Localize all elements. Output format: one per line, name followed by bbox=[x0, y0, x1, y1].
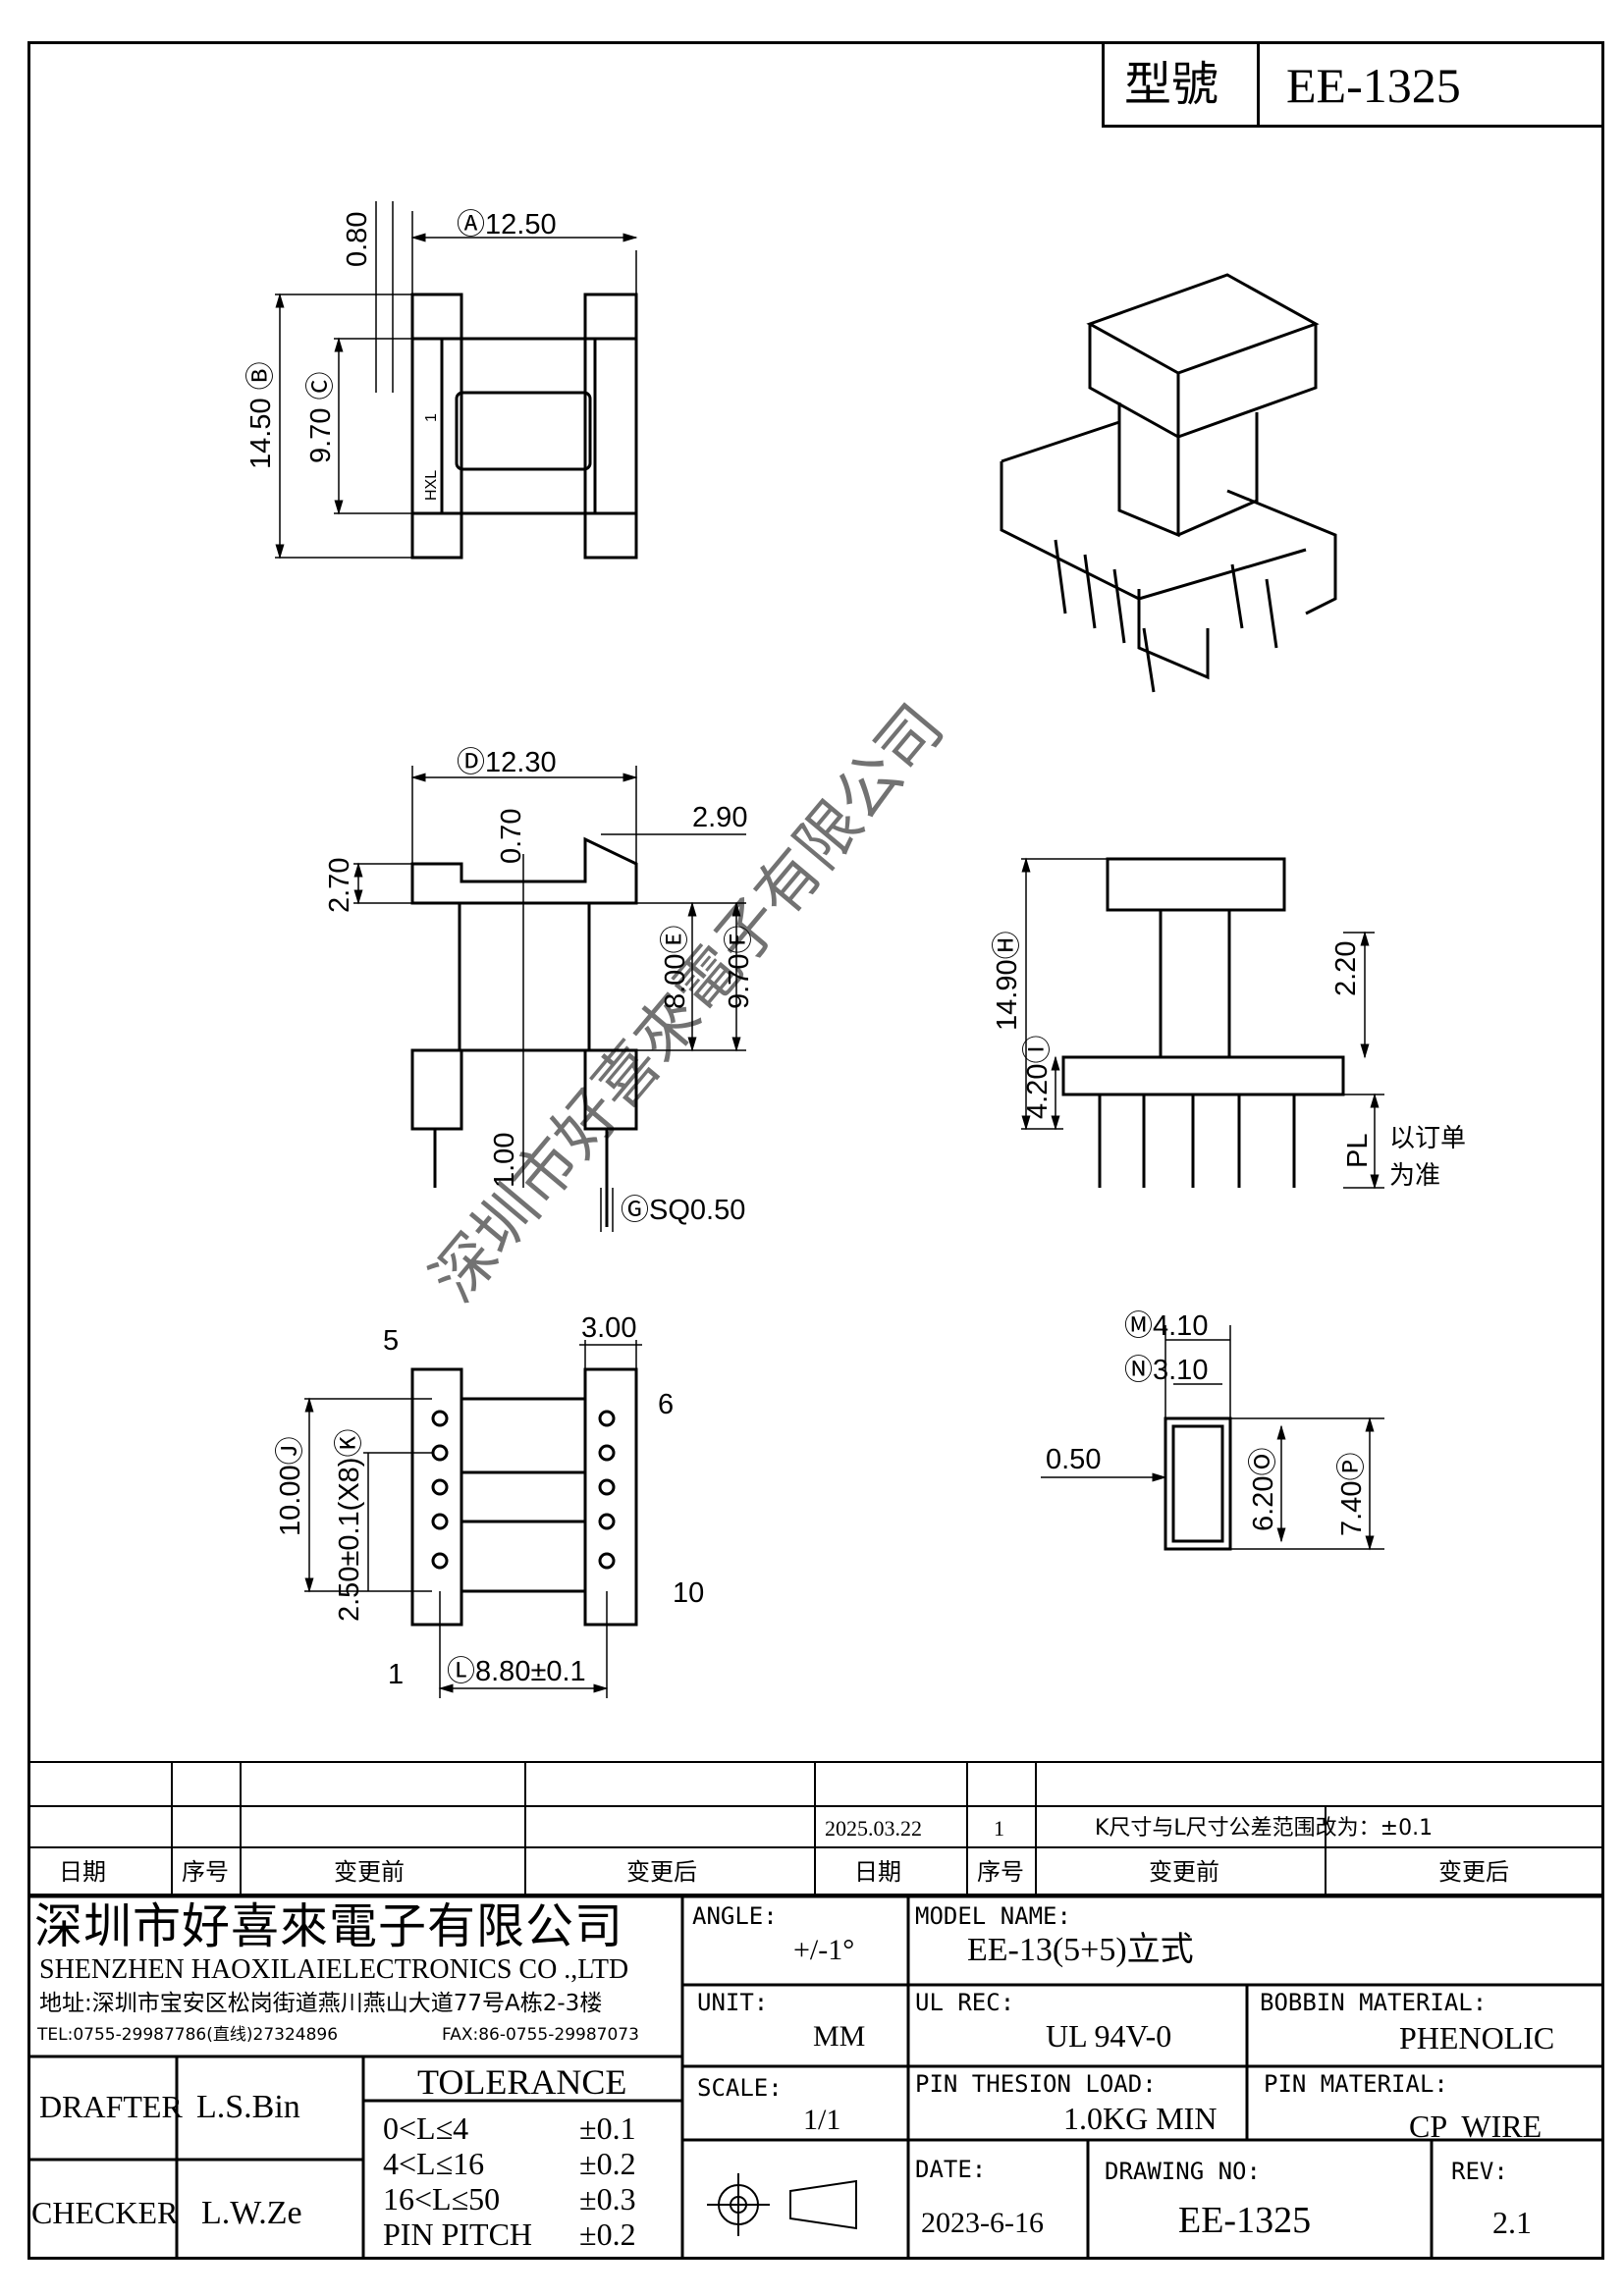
dim-300: 3.00 bbox=[581, 1312, 636, 1344]
model-name-value: EE-13(5+5)立式 bbox=[967, 1932, 1194, 1968]
revision-table bbox=[27, 1761, 1604, 1896]
drawing-frame bbox=[27, 41, 1604, 2260]
dim-n: Ⓝ3.10 bbox=[1124, 1355, 1208, 1386]
drawing-no-label: DRAWING NO: bbox=[1105, 2158, 1261, 2185]
rev-header-date1: 日期 bbox=[59, 1858, 106, 1886]
tol-value-4: ±0.2 bbox=[579, 2216, 636, 2252]
dim-p: 7.40Ⓟ bbox=[1336, 1453, 1368, 1536]
front-view bbox=[353, 766, 746, 1232]
technical-drawing: Ⓐ12.50 14.50 Ⓑ 9.70 Ⓒ 0.80 HXL 1 bbox=[245, 201, 1466, 1698]
dim-i: 4.20Ⓘ bbox=[1022, 1036, 1054, 1119]
tol-value-1: ±0.1 bbox=[579, 2110, 636, 2146]
rev-header-after2: 变更后 bbox=[1438, 1858, 1509, 1886]
model-name-label: MODEL NAME: bbox=[915, 1902, 1071, 1930]
dim-j: 10.00Ⓙ bbox=[275, 1436, 306, 1536]
dim-d: Ⓓ12.30 bbox=[457, 747, 557, 778]
dim-g: ⒼSQ0.50 bbox=[621, 1195, 745, 1226]
rev-before: K尺寸与L尺寸公差范围改为：±0.1 bbox=[1095, 1816, 1434, 1841]
rev-header-seq1: 序号 bbox=[182, 1858, 229, 1886]
company-address: 地址:深圳市宝安区松岗街道燕川燕山大道77号A栋2-3楼 bbox=[39, 1991, 603, 2016]
dim-m: Ⓜ4.10 bbox=[1124, 1310, 1208, 1342]
bottom-view bbox=[304, 1340, 642, 1698]
company-fax: FAX:86-0755-29987073 bbox=[442, 2025, 639, 2045]
dim-b: 14.50 Ⓑ bbox=[245, 361, 277, 469]
side-view bbox=[1021, 857, 1384, 1190]
scale-value: 1/1 bbox=[803, 2104, 841, 2136]
note-line1: 以订单 bbox=[1389, 1123, 1466, 1152]
pin-load-value: 1.0KG MIN bbox=[1063, 2101, 1218, 2136]
scale-label: SCALE: bbox=[697, 2074, 783, 2102]
dim-220: 2.20 bbox=[1330, 941, 1362, 996]
drafter-name: L.S.Bin bbox=[196, 2089, 300, 2125]
model-value: EE-1325 bbox=[1286, 58, 1461, 113]
company-tel: TEL:0755-29987786(直线)27324896 bbox=[37, 2025, 339, 2045]
pin-label-10: 10 bbox=[673, 1577, 704, 1609]
date-value: 2023-6-16 bbox=[921, 2207, 1044, 2239]
dim-h: 14.90Ⓗ bbox=[992, 931, 1023, 1031]
tol-value-2: ±0.2 bbox=[579, 2146, 636, 2181]
tol-range-4: PIN PITCH bbox=[383, 2216, 533, 2252]
pin-label-1: 1 bbox=[388, 1659, 404, 1690]
dim-k: 2.50±0.1(X8)Ⓚ bbox=[334, 1429, 365, 1622]
rev-header-seq2: 序号 bbox=[977, 1858, 1024, 1886]
rev-date: 2025.03.22 bbox=[825, 1816, 922, 1841]
projection-symbol bbox=[707, 2173, 857, 2236]
pin-label-5: 5 bbox=[383, 1325, 399, 1357]
rev-header-before2: 变更前 bbox=[1149, 1858, 1219, 1886]
rev-header-date2: 日期 bbox=[854, 1858, 901, 1886]
isometric-view bbox=[1000, 273, 1337, 693]
tolerance-title: TOLERANCE bbox=[417, 2062, 627, 2102]
dim-pl: PL bbox=[1342, 1134, 1374, 1168]
pin-label-6: 6 bbox=[658, 1389, 674, 1420]
dim-100: 1.00 bbox=[489, 1133, 520, 1188]
ul-label: UL REC: bbox=[915, 1989, 1015, 2016]
marking-1: 1 bbox=[423, 413, 440, 422]
dim-f: 9.70Ⓕ bbox=[724, 926, 755, 1009]
marking-hxl: HXL bbox=[423, 470, 440, 501]
dim-l: Ⓛ8.80±0.1 bbox=[447, 1656, 586, 1687]
rev-seq: 1 bbox=[994, 1816, 1004, 1841]
rev-value: 2.1 bbox=[1492, 2205, 1532, 2240]
title-block-grid bbox=[27, 1895, 1604, 2260]
angle-label: ANGLE: bbox=[692, 1902, 778, 1930]
bobbin-label: BOBBIN MATERIAL: bbox=[1260, 1989, 1488, 2016]
drawing-no-value: EE-1325 bbox=[1178, 2200, 1312, 2241]
dim-e: 8.00Ⓔ bbox=[660, 926, 691, 1009]
top-view bbox=[275, 201, 638, 560]
dim-080: 0.80 bbox=[342, 212, 373, 267]
pin-section-view bbox=[1041, 1325, 1384, 1551]
rev-label: REV: bbox=[1451, 2158, 1508, 2185]
bobbin-value: PHENOLIC bbox=[1399, 2020, 1555, 2056]
tol-range-1: 0<L≤4 bbox=[383, 2110, 469, 2146]
rev-header-after1: 变更后 bbox=[626, 1858, 697, 1886]
dim-050: 0.50 bbox=[1046, 1444, 1101, 1475]
dim-c: 9.70 Ⓒ bbox=[305, 372, 337, 464]
ul-value: UL 94V-0 bbox=[1046, 2018, 1172, 2054]
pin-material-value: CP WIRE bbox=[1409, 2109, 1543, 2144]
company-name-en: SHENZHEN HAOXILAIELECTRONICS CO .,LTD bbox=[39, 1954, 629, 1985]
dim-a: Ⓐ12.50 bbox=[457, 209, 557, 240]
dim-290: 2.90 bbox=[692, 802, 747, 833]
company-name-cn: 深圳市好喜來電子有限公司 bbox=[34, 1899, 624, 1953]
tol-range-2: 4<L≤16 bbox=[383, 2146, 485, 2181]
rev-header-before1: 变更前 bbox=[334, 1858, 405, 1886]
date-label: DATE: bbox=[915, 2156, 987, 2183]
unit-label: UNIT: bbox=[697, 1989, 769, 2016]
model-header: 型號 EE-1325 bbox=[1102, 41, 1604, 128]
tol-value-3: ±0.3 bbox=[579, 2181, 636, 2216]
note-line2: 为准 bbox=[1389, 1160, 1440, 1190]
unit-value: MM bbox=[813, 2020, 866, 2053]
angle-value: +/-1° bbox=[793, 1934, 855, 1966]
checker-name: L.W.Ze bbox=[201, 2195, 302, 2231]
dim-070: 0.70 bbox=[496, 809, 527, 864]
tol-range-3: 16<L≤50 bbox=[383, 2181, 501, 2216]
pin-material-label: PIN MATERIAL: bbox=[1264, 2070, 1448, 2098]
checker-label: CHECKER bbox=[31, 2195, 179, 2230]
dim-270: 2.70 bbox=[324, 858, 355, 913]
drafter-label: DRAFTER bbox=[39, 2089, 183, 2124]
dim-o: 6.20Ⓞ bbox=[1248, 1448, 1279, 1531]
pin-load-label: PIN THESION LOAD: bbox=[915, 2070, 1157, 2098]
model-label: 型號 bbox=[1124, 57, 1219, 112]
